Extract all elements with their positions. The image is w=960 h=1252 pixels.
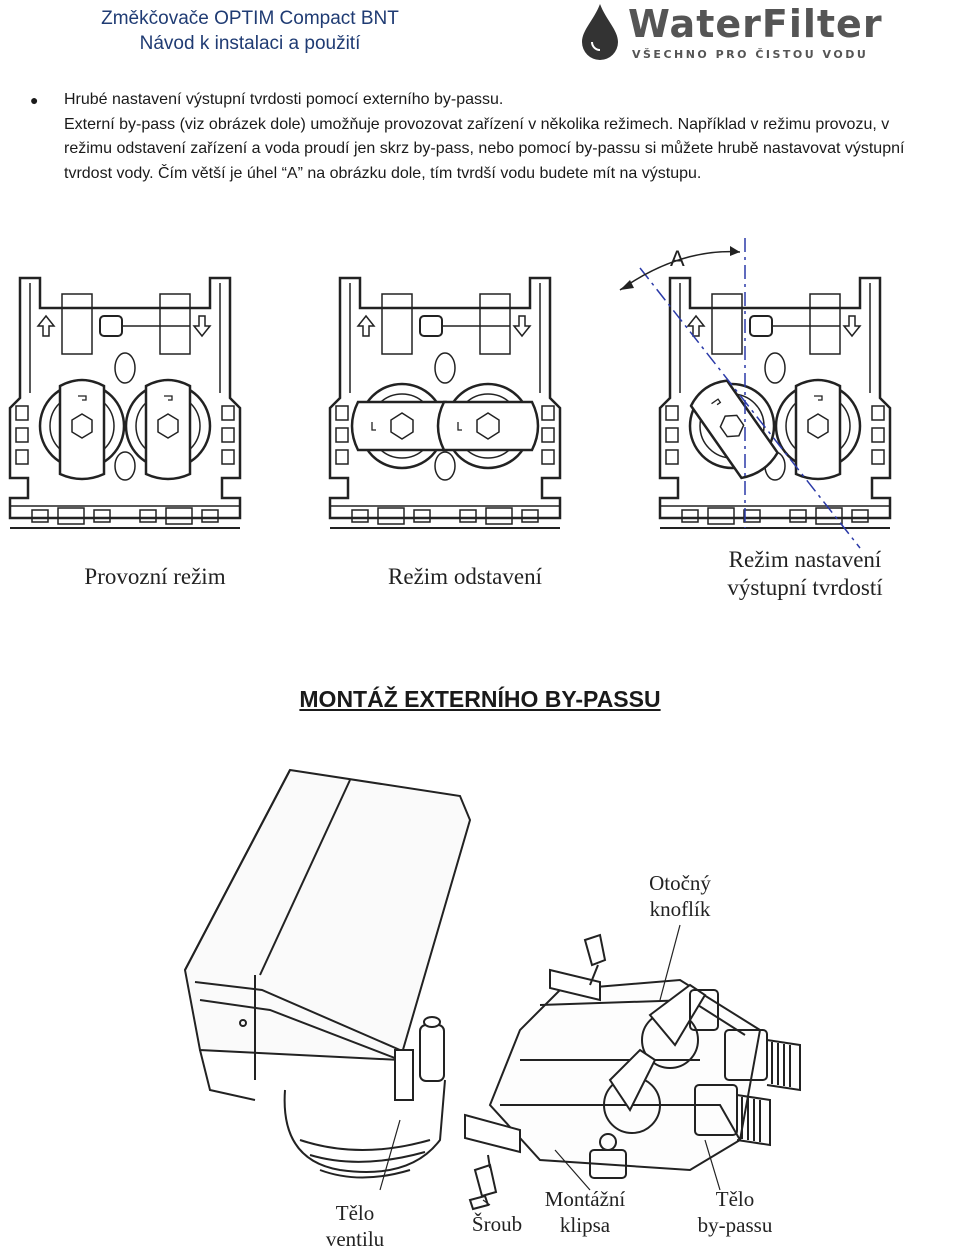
caption-operating-mode: Provozní režim [84, 564, 226, 589]
label-mounting-clip: Montážní klipsa [530, 1186, 640, 1238]
bypass-assembly-diagram [183, 768, 801, 1211]
label-bypass-body-line2: by-passu [697, 1213, 773, 1237]
control-head [183, 768, 472, 1101]
bypass-modes-diagram: A [8, 238, 892, 549]
label-rotary-knob-line1: Otočný [649, 871, 711, 895]
mounting-clips [464, 933, 607, 1211]
document-header: Změkčovače OPTIM Compact BNT Návod k ins… [60, 6, 440, 56]
intro-paragraph: Hrubé nastavení výstupní tvrdosti pomocí… [64, 88, 936, 186]
leader-lines [379, 924, 721, 1206]
water-drop-icon [582, 4, 618, 60]
valve-operating-mode [8, 276, 242, 530]
label-mounting-clip-line2: klipsa [559, 1213, 611, 1237]
logo-wordmark: WaterFilter [628, 2, 883, 46]
label-mounting-clip-line1: Montážní [544, 1187, 626, 1211]
waterfilter-logo: WaterFilter VŠECHNO PRO ČISTOU VODU [570, 0, 890, 70]
bullet-icon: ● [30, 92, 39, 108]
label-rotary-knob: Otočný knoflík [620, 870, 740, 922]
label-rotary-knob-line2: knoflík [649, 897, 711, 921]
label-screw: Šroub [471, 1212, 523, 1236]
label-valve-body-line2: ventilu [325, 1227, 385, 1251]
label-valve-body-line1: Tělo [335, 1201, 375, 1225]
angle-a-annotation: A [619, 238, 861, 549]
caption-shutoff-mode: Režim odstavení [388, 564, 542, 589]
header-title-line2: Návod k instalaci a použití [139, 33, 361, 54]
caption-hardness-mode: Režim nastavení výstupní tvrdostí [690, 546, 920, 602]
label-valve-body: Tělo ventilu [300, 1200, 410, 1252]
label-bypass-body-line1: Tělo [715, 1187, 755, 1211]
assembly-title: MONTÁŽ EXTERNÍHO BY-PASSU [299, 686, 661, 712]
intro-body: Externí by-pass (viz obrázek dole) umožň… [64, 115, 905, 182]
caption-hardness-line2: výstupní tvrdostí [727, 575, 883, 600]
valve-body [283, 1016, 446, 1179]
intro-heading: Hrubé nastavení výstupní tvrdosti pomocí… [64, 91, 504, 108]
caption-hardness-line1: Režim nastavení [728, 547, 882, 572]
valve-shutoff-mode [328, 276, 562, 530]
label-bypass-body: Tělo by-passu [680, 1186, 790, 1238]
bypass-body [488, 978, 801, 1179]
logo-tagline: VŠECHNO PRO ČISTOU VODU [632, 48, 869, 61]
angle-a-label: A [670, 246, 685, 271]
header-title-line1: Změkčovače OPTIM Compact BNT [101, 8, 399, 29]
valve-hardness-mode [658, 276, 892, 530]
